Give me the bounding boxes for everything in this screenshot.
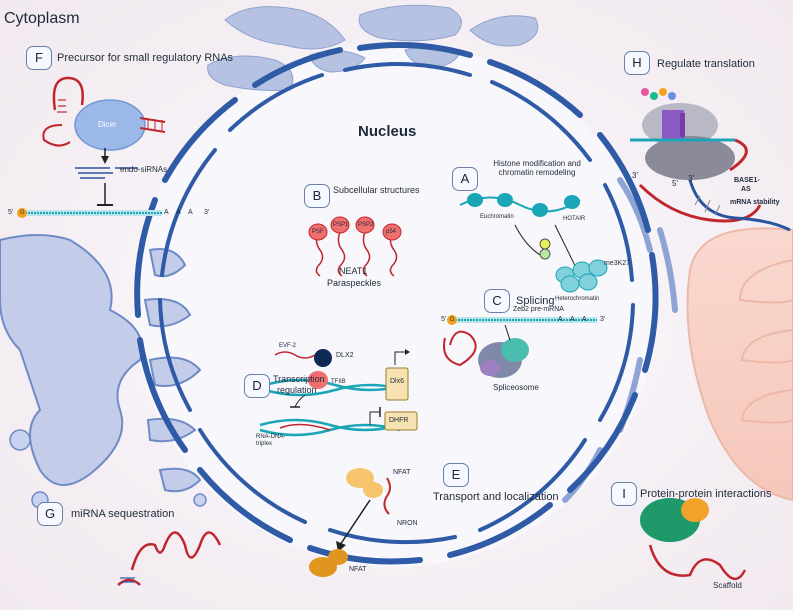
protein-psf: PSF <box>312 229 324 235</box>
nron-rna <box>383 477 391 515</box>
h-three-prime-left: 3' <box>632 171 638 180</box>
neat1-label: NEAT1 <box>339 266 368 276</box>
base1-label-1: BASE1- <box>734 177 760 184</box>
nfat-nuclear <box>346 468 383 498</box>
c-poly-a-1: A <box>558 316 563 323</box>
tfiib-label: TFIIB <box>331 379 346 385</box>
h-three-prime-right: 3' <box>688 174 694 183</box>
scaffold-label: Scaffold <box>713 581 742 590</box>
dlx2-label: DLX2 <box>336 352 354 359</box>
triplex-label-1: RNA-DNA- <box>256 434 286 440</box>
dna-helix-d <box>259 378 406 437</box>
dhfr-gene <box>369 407 418 431</box>
protein-psp1: PSP1 <box>333 222 349 228</box>
f-five-prime: 5' <box>8 209 14 216</box>
base1-label-2: AS <box>741 186 751 193</box>
evf2-label: EVF-2 <box>279 343 297 349</box>
paraspeckles-label: Paraspeckles <box>327 278 382 288</box>
nfat-cytoplasm <box>309 549 348 577</box>
panel-b-title: Subcellular structures <box>333 185 420 195</box>
panel-c-title: Splicing <box>516 295 555 307</box>
panel-d-title-2: regulation <box>277 385 317 395</box>
c-poly-a-3: A <box>582 316 587 323</box>
panel-e-title: Transport and localization <box>433 491 559 503</box>
mirna-bound <box>120 577 135 583</box>
nuclear-envelope-inner <box>158 62 635 545</box>
f-poly-a-2: A <box>176 209 181 216</box>
nuclear-envelope-outer <box>134 42 659 565</box>
panel-h-title: Regulate translation <box>657 58 755 70</box>
evf2-rna <box>274 351 316 359</box>
top-er <box>207 4 539 91</box>
f-three-prime: 3' <box>204 209 210 216</box>
nfat-top-label: NFAT <box>393 469 411 476</box>
panel-c-badge: C <box>484 289 510 313</box>
scaffold-complex <box>640 498 747 580</box>
chromatin-heterochromatin <box>555 259 608 293</box>
spliceosome <box>478 324 529 378</box>
triplex-label-2: triplex <box>256 441 273 447</box>
nucleus-title: Nucleus <box>358 123 417 140</box>
panel-g-title: miRNA sequestration <box>71 508 175 520</box>
panel-b-badge: B <box>304 184 330 208</box>
f-cap: G <box>20 210 25 216</box>
chromatin-euchromatin <box>459 193 581 217</box>
panel-a-badge: A <box>452 167 478 191</box>
f-mrna <box>17 208 162 218</box>
paraspeckle-proteins <box>308 216 402 241</box>
dicer-label: Dicer <box>98 120 117 129</box>
spliceosome-label: Spliceosome <box>493 383 539 392</box>
c-poly-a-2: A <box>570 316 575 323</box>
dhfr-label: DHFR <box>389 417 409 424</box>
c-three-prime: 3' <box>600 316 606 323</box>
panel-i-badge: I <box>611 482 637 506</box>
ribosome <box>630 103 748 180</box>
me3k27-label: me3K27 <box>604 260 631 267</box>
panel-g-badge: G <box>37 502 63 526</box>
panel-f-badge: F <box>26 46 52 70</box>
dicer-hairpin <box>42 76 166 206</box>
endo-sirnas-label: endo-siRNAs <box>120 165 168 174</box>
protein-p54: p54 <box>386 229 397 235</box>
protein-psp2: PSP2 <box>358 222 374 228</box>
h-five-prime: 5' <box>672 179 678 188</box>
splicing-rna <box>443 330 477 367</box>
euchromatin-label: Euchromatin <box>480 214 514 220</box>
mirna-sponge <box>117 531 222 586</box>
zeb2-pre-mrna <box>447 315 597 325</box>
panel-a-title: Histone modification and chromatin remod… <box>493 159 581 177</box>
repression-arrow <box>290 394 306 408</box>
left-er <box>0 234 202 493</box>
panel-d-badge: D <box>244 374 270 398</box>
nfat-bottom-label: NFAT <box>349 566 367 573</box>
c-five-prime: 5' <box>441 316 447 323</box>
nron-label: NRON <box>397 520 418 527</box>
dlx2-protein <box>314 349 332 367</box>
f-poly-a-3: A <box>188 209 193 216</box>
heterochromatin-label: Heterochromatin <box>555 296 600 302</box>
cytoplasm-title: Cytoplasm <box>4 10 80 27</box>
c-cap: G <box>450 317 455 323</box>
panel-i-title: Protein-protein interactions <box>640 488 772 500</box>
base1-as-duplex <box>638 179 791 232</box>
zeb2-label: Zeb2 pre-mRNA <box>513 306 564 313</box>
dlx6-gene <box>385 349 410 401</box>
neat1-strands <box>315 231 398 277</box>
mrna-stability-label: mRNA stability <box>730 199 780 206</box>
panel-h-badge: H <box>624 51 650 75</box>
peptide-chain <box>641 88 676 100</box>
export-arrow-line <box>339 499 371 546</box>
nucleus-interior <box>133 43 657 567</box>
panel-f-title: Precursor for small regulatory RNAs <box>57 52 234 64</box>
panel-e-badge: E <box>443 463 469 487</box>
f-poly-a-1: A <box>164 209 169 216</box>
mitochondrion <box>686 227 793 502</box>
panel-d-title-1: Transcription <box>273 374 325 384</box>
tfiib-protein <box>308 371 328 389</box>
hotair-label: HOTAIR <box>563 216 586 222</box>
dlx6-label: Dlx6 <box>390 378 405 385</box>
